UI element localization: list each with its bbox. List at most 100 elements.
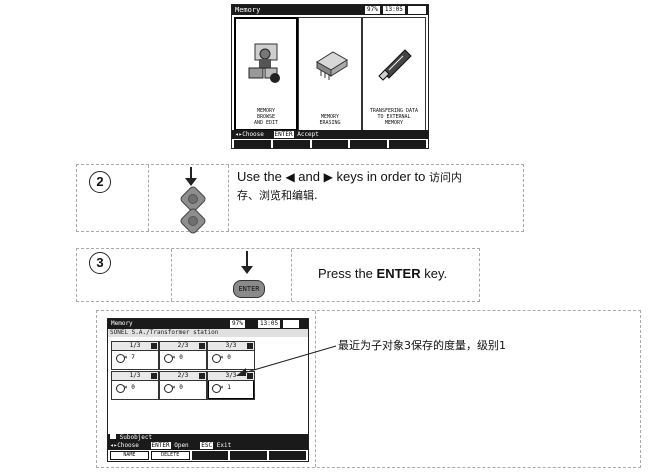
- text-keys: keys in order to: [336, 169, 426, 184]
- lock-icon: [247, 343, 253, 349]
- function-key[interactable]: [230, 451, 268, 460]
- cell-count: × 0: [124, 384, 135, 391]
- text-key: key.: [424, 266, 448, 281]
- text-and: and: [298, 169, 320, 184]
- battery-level: 97%: [230, 320, 245, 328]
- lock-icon: [151, 343, 157, 349]
- cell-count: × 0: [172, 354, 183, 361]
- cell-header: 1/3: [112, 372, 158, 381]
- memory-cell[interactable]: 3/3 × 0: [207, 341, 255, 370]
- step-2-instruction: Use the ◀ and ▶ keys in order to 访问内: [237, 169, 462, 185]
- annotation-pointer: [236, 345, 337, 376]
- subobject-memory-screen: Memory 97% 13:05 SONEL S.A./Transformer …: [107, 318, 309, 462]
- cell-header: 2/3: [160, 372, 206, 381]
- function-key[interactable]: [191, 451, 229, 460]
- measurement-icon: [212, 384, 221, 393]
- measurement-icon: [212, 354, 221, 363]
- hint-exit: Exit: [216, 442, 232, 449]
- location-path: SONEL S.A./Transformer station: [108, 329, 308, 337]
- enter-key-icon: ENTER: [233, 280, 265, 298]
- function-key[interactable]: [350, 140, 388, 148]
- text-press: Press the: [318, 266, 373, 281]
- cell-count: × 1: [220, 384, 231, 391]
- cell-header: 1/3: [112, 342, 158, 351]
- step-3-instruction: Press the ENTER key.: [318, 266, 447, 281]
- cell-count: × 7: [124, 354, 135, 361]
- memory-cell[interactable]: 1/3 × 0: [111, 371, 159, 400]
- arrow-down-icon: [241, 251, 253, 274]
- left-arrow-icon: ◀: [285, 170, 295, 184]
- battery-level: 97%: [365, 6, 380, 14]
- usb-drive-icon: [378, 49, 412, 81]
- cell-header: 2/3: [160, 342, 206, 351]
- function-keys: NAME DELETE: [108, 451, 308, 460]
- esc-key-badge: ESC: [200, 442, 214, 449]
- arrow-down-icon: [185, 167, 197, 186]
- function-key[interactable]: [234, 140, 271, 148]
- clock: 13:05: [382, 6, 405, 14]
- text-cjk-1: 访问内: [428, 171, 462, 184]
- annotation-text: 最近为子对象3保存的度量，级别1: [338, 339, 506, 352]
- text-cjk-2: 存、浏览和编辑: [237, 189, 314, 202]
- right-arrow-icon: ▶: [323, 170, 333, 184]
- clock: 13:05: [258, 320, 281, 328]
- lock-icon: [199, 343, 205, 349]
- hint-bar: ◂▸Choose ENTER Open ESC Exit: [108, 442, 308, 450]
- flag-icon: [199, 373, 205, 379]
- cell-header: 3/3: [208, 372, 254, 381]
- flag-icon: [247, 373, 253, 379]
- step-3-row: 3 ENTER Press the ENTER key.: [76, 248, 480, 302]
- step-4-row: [96, 310, 641, 468]
- panel-transfer-data[interactable]: TRANSFERING DATA TO EXTERNAL MEMORY: [362, 17, 426, 131]
- step-2-row: 2 Use the ◀ and ▶ keys in order to 访问内 存…: [76, 164, 524, 236]
- status-area: 97% 13:05: [365, 6, 426, 14]
- title-bar: Memory 97% 13:05: [108, 319, 308, 329]
- panel-label: MEMORY BROWSE AND EDIT: [253, 108, 279, 126]
- enter-key-badge: ENTER: [150, 442, 171, 449]
- hint-choose: ◂▸Choose: [110, 442, 139, 449]
- memory-cell[interactable]: 2/3 × 0: [159, 371, 207, 400]
- function-key[interactable]: [311, 140, 349, 148]
- text-end: .: [314, 187, 318, 202]
- memory-cell[interactable]: 1/3 × 7: [111, 341, 159, 370]
- cell-header: 3/3: [208, 342, 254, 351]
- delete-button[interactable]: DELETE: [150, 451, 190, 460]
- down-key-icon: [178, 206, 208, 236]
- text-enter: ENTER: [376, 266, 421, 281]
- screen-title: Memory: [235, 6, 261, 14]
- battery-icon: [407, 6, 426, 14]
- function-key[interactable]: [272, 140, 310, 148]
- subobject-bar: Subobject: [108, 434, 308, 442]
- step-number: 2: [89, 171, 111, 193]
- step-2-instruction-line2: 存、浏览和编辑.: [237, 187, 318, 203]
- person-at-computer-icon: [248, 43, 280, 83]
- measurement-icon: [116, 354, 125, 363]
- function-key[interactable]: [389, 140, 426, 148]
- measurement-icon: [164, 384, 173, 393]
- memory-cell[interactable]: 2/3 × 0: [159, 341, 207, 370]
- subobject-label: Subobject: [119, 434, 153, 441]
- function-keys: [232, 140, 428, 148]
- cell-count: × 0: [172, 384, 183, 391]
- hint-bar: ◂▸Choose ENTER Accept: [232, 130, 428, 139]
- function-key[interactable]: [269, 451, 306, 460]
- hint-choose: ◂▸Choose: [235, 131, 264, 138]
- screen-title: Memory: [111, 320, 133, 327]
- text-use: Use the: [237, 169, 282, 184]
- memory-chip-icon: [316, 51, 348, 80]
- name-button[interactable]: NAME: [110, 451, 149, 460]
- measurement-icon: [164, 354, 173, 363]
- enter-key-badge: ENTER: [273, 131, 294, 138]
- memory-cell-selected[interactable]: 3/3 × 1: [207, 371, 255, 400]
- cell-count: × 0: [220, 354, 231, 361]
- hint-accept: Accept: [297, 131, 319, 138]
- flag-icon: [151, 373, 157, 379]
- panel-label: TRANSFERING DATA TO EXTERNAL MEMORY: [369, 108, 419, 126]
- measurement-icon: [116, 384, 125, 393]
- subobject-icon: [110, 434, 116, 439]
- panel-memory-browse[interactable]: MEMORY BROWSE AND EDIT: [234, 17, 298, 131]
- panel-label: MEMORY ERASING: [319, 114, 341, 126]
- title-bar: Memory 97% 13:05: [232, 5, 428, 15]
- step-number: 3: [89, 252, 111, 274]
- panel-memory-erasing[interactable]: MEMORY ERASING: [298, 17, 362, 131]
